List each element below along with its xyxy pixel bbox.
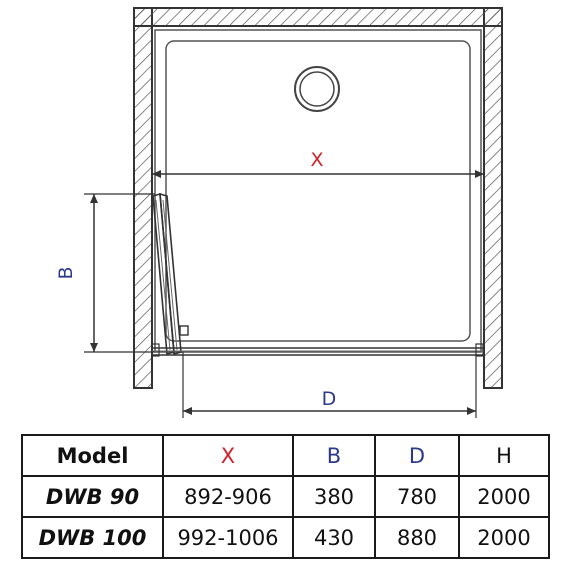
header-b: B	[292, 434, 376, 477]
shower-door-diagram: X B D	[55, 7, 503, 418]
row-h: 2000	[458, 516, 550, 559]
shower-tray-inner	[165, 40, 471, 342]
row-b: 380	[292, 475, 376, 518]
d-arrow-left	[183, 407, 192, 415]
row-b: 430	[292, 516, 376, 559]
row-x: 992-1006	[162, 516, 294, 559]
folding-door	[152, 192, 189, 356]
header-d: D	[374, 434, 460, 477]
x-arrow-right	[475, 170, 484, 178]
table-row: DWB 100 992-1006 430 880 2000	[21, 516, 550, 559]
x-dimension-label: X	[310, 149, 323, 171]
spec-table: Model X B D H DWB 90 892-906 380 780 200…	[21, 434, 550, 559]
table-header-row: Model X B D H	[21, 434, 550, 477]
shower-tray-outer	[154, 29, 482, 353]
door-handle	[179, 325, 189, 336]
table-row: DWB 90 892-906 380 780 2000	[21, 475, 550, 518]
b-dimension-label: B	[55, 266, 77, 279]
row-x: 892-906	[162, 475, 294, 518]
row-model: DWB 100	[21, 516, 164, 559]
header-model: Model	[21, 434, 164, 477]
wall-right	[483, 7, 503, 389]
wall-left	[133, 7, 153, 389]
wall-back	[133, 7, 503, 27]
wall-profile-right	[475, 343, 484, 357]
drain	[294, 66, 340, 112]
row-model: DWB 90	[21, 475, 164, 518]
row-d: 780	[374, 475, 460, 518]
wall-profile-left	[151, 343, 160, 357]
x-arrow-left	[152, 170, 161, 178]
wall-inner-outline	[151, 25, 485, 388]
header-x: X	[162, 434, 294, 477]
b-arrow-top	[90, 194, 98, 203]
b-arrow-bottom	[90, 343, 98, 352]
d-arrow-right	[467, 407, 476, 415]
drain-inner	[299, 71, 335, 107]
header-h: H	[458, 434, 550, 477]
row-d: 880	[374, 516, 460, 559]
d-dimension-label: D	[322, 388, 337, 410]
row-h: 2000	[458, 475, 550, 518]
